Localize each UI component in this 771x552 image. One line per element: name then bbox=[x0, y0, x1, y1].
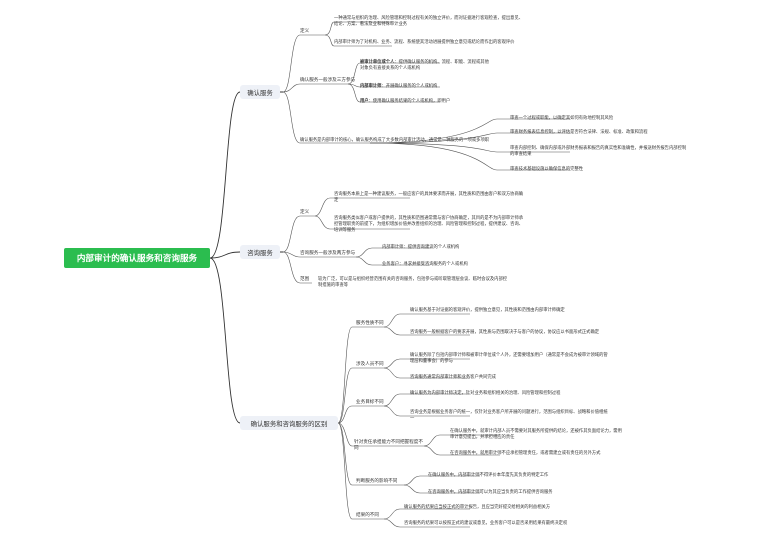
diff-nature-label[interactable]: 服务性质不同 bbox=[356, 321, 384, 326]
auditor-desc: ：开展确认服务的个人或机构 bbox=[381, 84, 438, 89]
diff-result-label[interactable]: 结果的不同 bbox=[356, 513, 379, 518]
confirm-parties-label[interactable]: 确认服务一般涉及三方参与 bbox=[300, 78, 356, 83]
user-term: 用户 bbox=[360, 99, 369, 104]
root-topic[interactable]: 内部审计的确认服务和咨询服务 bbox=[64, 248, 210, 268]
branch-service-difference[interactable]: 确认服务和咨询服务的区别 bbox=[240, 416, 338, 430]
confirm-example-4: 审查技术基础设施以确保信息的完整性 bbox=[510, 167, 584, 172]
confirm-definition-2: 内部审计师为了对机构、业务、流程、系统使其活动进展提供独立意见或结论而作出的客观… bbox=[334, 40, 515, 45]
diff-impact-label[interactable]: 判断服务的影响不同 bbox=[356, 479, 398, 484]
confirm-definition-label[interactable]: 定义 bbox=[300, 29, 310, 34]
confirm-definition-1: 一种通常与组织的治理、风险管理和控制过程有关的独立评价，而对证据进行客观检查，提… bbox=[334, 16, 524, 27]
diff-responsibility-label[interactable]: 针对责任承担能力不同把握程度不同 bbox=[354, 440, 423, 451]
confirm-example-1: 审查一个过程或职能，以确定其如何有效地控制其风险 bbox=[510, 116, 614, 121]
confirm-party-user: 用户：使用确认服务结果的个人或机构，即用户 bbox=[360, 99, 490, 105]
auditor-term: 内部审计师 bbox=[360, 84, 382, 89]
diff-responsibility-confirm: 在确认服务中，就审计内部人员不需要对其服务所提供的结论，还被作其负面结论力，需用… bbox=[450, 429, 622, 440]
confirm-core-note[interactable]: 确认服务是内部审计的核心，确认服务构成了大多数内部审计活动，通常是一种服务的一项… bbox=[300, 138, 490, 143]
confirm-example-3: 审查内部控制、确保内部或外部财务报表和报告的真实性和准确性，并报送财务报告内部控… bbox=[510, 146, 687, 157]
consult-party-client: 业务客户：寻求并接受咨询服务的个人或机构 bbox=[382, 262, 468, 267]
consult-parties-label[interactable]: 咨询服务一般涉及两方参与 bbox=[300, 251, 356, 256]
diff-people-confirm: 确认服务除了包括内部审计师和被审计单位或个人外，还需要增加用户（通常是不会成为被… bbox=[410, 353, 608, 364]
auditee-desc: ：提供确认服务的机构、流程、职能、流程或其他对象负有直接关系的个人或机构 bbox=[360, 60, 489, 71]
consult-definition-label[interactable]: 定义 bbox=[300, 210, 310, 215]
branch-confirm-service[interactable]: 确认服务 bbox=[240, 85, 280, 99]
confirm-party-auditor: 内部审计师：开展确认服务的个人或机构 bbox=[360, 84, 490, 90]
diff-impact-confirm: 在确认服务中，内部审计师不得评价本年度先其负责的特定工作 bbox=[428, 473, 549, 478]
user-desc: ：使用确认服务结果的个人或机构，即用户 bbox=[368, 99, 451, 104]
consult-definition-1: 咨询服务本质上是一种建议服务，一般应客户的具体要求而开展，其性质和范围由客户和双… bbox=[334, 192, 524, 203]
branch-consult-service[interactable]: 咨询服务 bbox=[240, 245, 280, 259]
confirm-example-2: 审查财务报表信息控制，以评估是否符合法律、法规、标准、政策和流程 bbox=[510, 130, 648, 135]
consult-party-auditor: 内部审计师：提供咨询建议的个人或机构 bbox=[382, 245, 460, 250]
diff-impact-consult: 在咨询服务中，内部审计师可以为其应当负责的工作提供咨询服务 bbox=[428, 490, 553, 495]
consult-scope-note: 较为广泛，可以是与组织经营范围有关的咨询服务，包括参与或听取管理层会议、临时会议… bbox=[318, 277, 508, 288]
diff-nature-confirm: 确认服务基于对证据的客观评价，提供独立意见，其性质和范围由内部审计师确定 bbox=[410, 308, 565, 313]
auditee-term: 被审计单位或个人 bbox=[360, 60, 395, 65]
consult-scope-label[interactable]: 范围 bbox=[300, 277, 310, 282]
diff-goal-confirm: 确认服务为内部审计师决定，针对业务和组织相关的治理、风险管理和控制过程 bbox=[410, 391, 561, 396]
consult-definition-2: 咨询服务类似客户或客户提供的，其性质和范围通常需与客户协商确定，其目的是不为内部… bbox=[334, 216, 524, 233]
diff-nature-consult: 咨询服务一般根据客户的要求开展，其性质与范围取决于与客户的协议，协议应以书面形式… bbox=[410, 330, 600, 335]
diff-goal-consult: 咨询业务是根据业务客户的统一，仅针对业务客户所开展的问题进行，范围与组织目标、战… bbox=[410, 410, 608, 421]
diff-people-label[interactable]: 涉及人员不同 bbox=[356, 362, 384, 367]
diff-goal-label[interactable]: 业务目标不同 bbox=[356, 400, 384, 405]
confirm-party-auditee: 被审计单位或个人：提供确认服务的机构、流程、职能、流程或其他对象负有直接关系的个… bbox=[360, 60, 490, 72]
diff-people-consult: 咨询服务通常内部审计师和业务客户共同完成 bbox=[410, 375, 496, 380]
diff-result-consult: 咨询服务的结果可以按照正式的建议或意见，业务客户可以是否采用结果有最终决定权 bbox=[404, 521, 568, 526]
diff-responsibility-consult: 在咨询服务中，就用审计师不应承担管理责任，或者需建立或有责任的另外方式 bbox=[450, 451, 601, 456]
diff-result-confirm: 确认服务的结果应当按正式的审计报告，且应当完好提交给相关的利益相关方 bbox=[404, 505, 551, 510]
